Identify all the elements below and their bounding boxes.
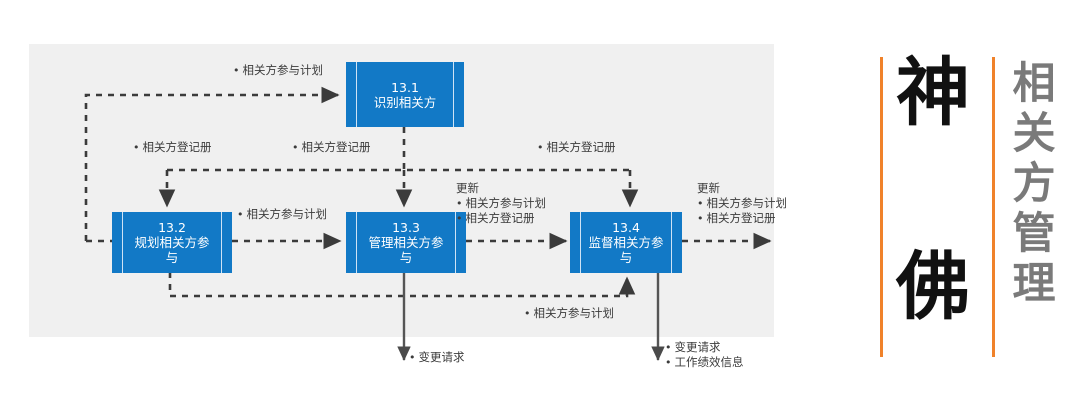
title-vertical-text: 相关方管理 (1005, 60, 1055, 310)
label-plan-to-13-1: 相关方参与计划 (233, 63, 323, 78)
process-box-13-2[interactable]: 13.2 规划相关方参与 (112, 212, 232, 273)
label-text: 相关方参与计划 (237, 207, 327, 221)
label-header: 更新 (697, 181, 720, 195)
process-name: 规划相关方参与 (134, 235, 210, 265)
label-update-after-13-3: 更新 相关方参与计划 相关方登记册 (456, 181, 546, 226)
label-text: 变更请求 (409, 350, 465, 364)
label-output-13-3-change-request: 变更请求 (409, 350, 465, 365)
process-box-inner: 13.4 监督相关方参与 (580, 212, 672, 273)
label-text: 相关方登记册 (292, 140, 371, 154)
label-item: 相关方参与计划 (456, 196, 547, 211)
process-box-inner: 13.2 规划相关方参与 (122, 212, 222, 273)
process-box-inner: 13.1 识别相关方 (356, 62, 454, 127)
label-output-13-4: 变更请求 工作绩效信息 (665, 340, 744, 370)
label-header: 更新 (456, 181, 479, 195)
title-card: 神 佛 相关方管理 (860, 20, 1080, 413)
label-text: 相关方参与计划 (233, 63, 323, 77)
label-item: 相关方登记册 (697, 211, 787, 226)
accent-rule-right (992, 57, 995, 357)
label-text: 相关方登记册 (537, 140, 616, 154)
process-box-13-1[interactable]: 13.1 识别相关方 (346, 62, 464, 127)
process-name: 监督相关方参与 (588, 235, 664, 265)
process-box-13-3[interactable]: 13.3 管理相关方参与 (346, 212, 466, 273)
label-feedback-plan: 相关方参与计划 (524, 306, 614, 321)
process-name: 管理相关方参与 (368, 235, 444, 265)
label-plan-13-2-to-13-3: 相关方参与计划 (237, 207, 327, 222)
label-register-mid: 相关方登记册 (292, 140, 371, 155)
process-number: 13.4 (612, 220, 640, 235)
process-name: 识别相关方 (373, 94, 437, 110)
process-number: 13.3 (392, 220, 420, 235)
process-box-inner: 13.3 管理相关方参与 (356, 212, 456, 273)
label-update-after-13-4: 更新 相关方参与计划 相关方登记册 (697, 181, 787, 226)
process-number: 13.1 (391, 79, 419, 95)
brand-char-bottom: 佛 (896, 244, 970, 330)
process-number: 13.2 (158, 220, 186, 235)
label-text: 相关方参与计划 (524, 306, 614, 320)
label-item: 变更请求 (665, 340, 744, 355)
label-register-left: 相关方登记册 (133, 140, 212, 155)
accent-rule-left (880, 57, 883, 357)
label-register-right: 相关方登记册 (537, 140, 616, 155)
label-item: 工作绩效信息 (665, 355, 744, 370)
label-item: 相关方登记册 (456, 211, 546, 226)
process-box-13-4[interactable]: 13.4 监督相关方参与 (570, 212, 682, 273)
label-item: 相关方参与计划 (697, 196, 788, 211)
brand-char-top: 神 (896, 50, 970, 136)
label-text: 相关方登记册 (133, 140, 212, 154)
